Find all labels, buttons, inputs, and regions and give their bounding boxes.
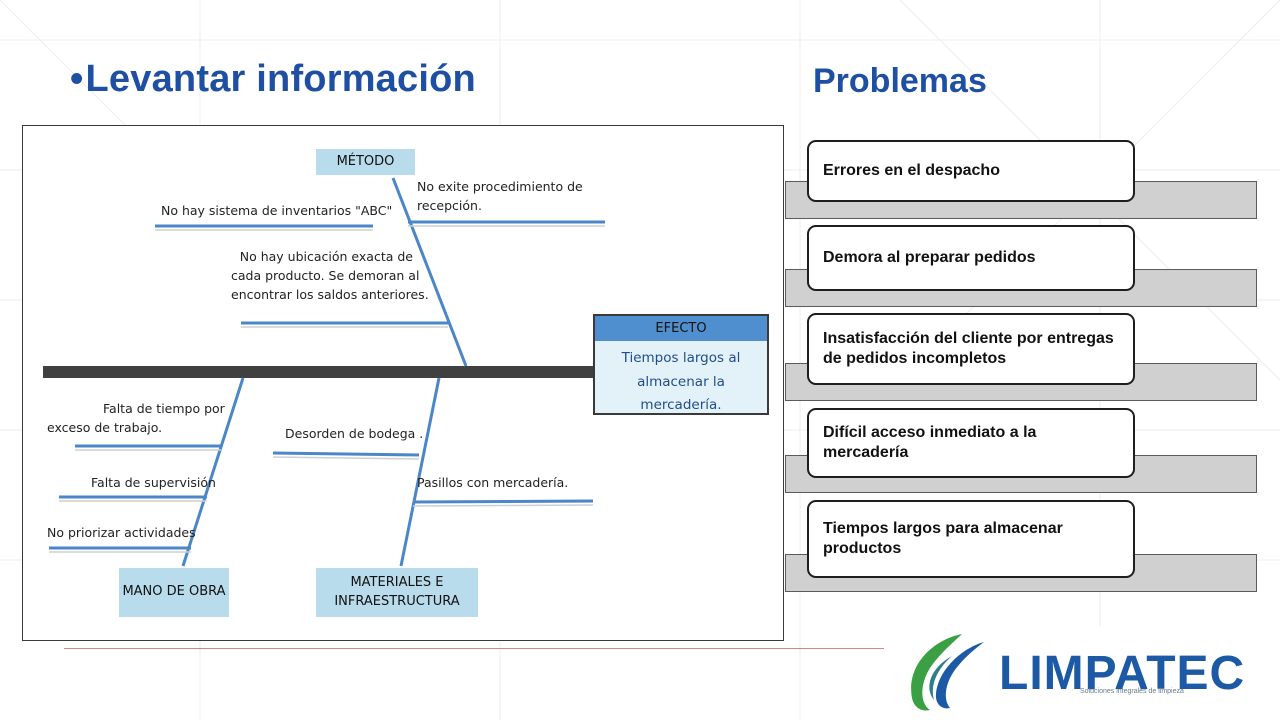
- problem-card: Difícil acceso inmediato a la mercadería: [807, 408, 1135, 478]
- bone-materiales: [399, 377, 441, 567]
- category-materiales: MATERIALES E INFRAESTRUCTURA: [316, 568, 478, 617]
- cause-recepcion-line2: recepción.: [417, 197, 482, 213]
- effect-header: EFECTO: [595, 316, 767, 341]
- cause-bodega-text: Desorden de bodega .: [285, 426, 424, 441]
- cause-abc: No hay sistema de inventarios "ABC": [161, 202, 392, 221]
- cause-priorizar-text: No priorizar actividades: [47, 525, 196, 540]
- cause-tiempo: Falta de tiempo por exceso de trabajo.: [47, 400, 225, 438]
- effect-line1: Tiempos largos al: [621, 350, 741, 366]
- category-mano-de-obra-label: MANO DE OBRA: [122, 584, 226, 600]
- fishbone-spine: [43, 366, 595, 378]
- cause-tiempo-line2: exceso de trabajo.: [47, 419, 163, 435]
- problem-card: Demora al preparar pedidos: [807, 225, 1135, 291]
- bone-mano-de-obra: [181, 377, 245, 567]
- cause-recepcion-line1: No exite procedimiento de: [417, 179, 583, 194]
- cause-priorizar: No priorizar actividades: [47, 524, 196, 543]
- category-materiales-line1: MATERIALES E: [350, 574, 444, 590]
- cause-bodega: Desorden de bodega .: [285, 425, 423, 444]
- problem-card: Errores en el despacho: [807, 140, 1135, 202]
- fishbone-diagram: MÉTODO MANO DE OBRA MATERIALES E INFRAES…: [22, 125, 784, 641]
- logo-name: LIMPATEC: [999, 647, 1246, 700]
- limpatec-logo: LIMPATEC Soluciones integrales de limpie…: [884, 626, 1254, 720]
- cause-ubicacion-line1: No hay ubicación exacta de: [239, 249, 413, 264]
- problem-card: Tiempos largos para almacenar productos: [807, 500, 1135, 578]
- logo-wordmark: LIMPATEC: [999, 646, 1245, 701]
- cause-ubicacion-line2: cada producto. Se demoran al: [231, 267, 420, 283]
- fishbone-lines: [43, 177, 605, 567]
- cause-line-pasillos: [412, 499, 594, 504]
- problems-list: Errores en el despacho Demora al prepara…: [785, 140, 1261, 600]
- effect-body: Tiempos largos al almacenar la mercaderí…: [595, 341, 767, 418]
- cause-line-bodega: [272, 451, 420, 457]
- cause-pasillos-text: Pasillos con mercadería.: [417, 475, 569, 490]
- effect-box: EFECTO Tiempos largos al almacenar la me…: [593, 314, 769, 415]
- cause-ubicacion: No hay ubicación exacta de cada producto…: [231, 248, 429, 304]
- category-metodo: MÉTODO: [316, 149, 415, 175]
- bone-metodo: [391, 177, 468, 367]
- slide-title-text: Levantar información: [85, 58, 476, 100]
- problem-card: Insatisfacción del cliente por entregas …: [807, 313, 1135, 385]
- footer-rule: [64, 648, 884, 649]
- cause-ubicacion-line3: encontrar los saldos anteriores.: [231, 286, 429, 302]
- problems-heading: Problemas: [813, 62, 987, 100]
- cause-supervision: Falta de supervisión: [91, 474, 216, 493]
- category-materiales-line2: INFRAESTRUCTURA: [334, 593, 460, 609]
- logo-swoosh-icon: [911, 634, 984, 711]
- logo-tagline: Soluciones integrales de limpieza: [1080, 688, 1184, 695]
- cause-abc-text: No hay sistema de inventarios "ABC": [161, 203, 393, 218]
- category-metodo-label: MÉTODO: [336, 153, 395, 169]
- cause-supervision-text: Falta de supervisión: [91, 475, 216, 490]
- cause-recepcion: No exite procedimiento de recepción.: [417, 178, 583, 216]
- cause-pasillos: Pasillos con mercadería.: [417, 474, 568, 493]
- effect-line2: almacenar la mercadería.: [637, 373, 725, 414]
- cause-tiempo-line1: Falta de tiempo por: [103, 401, 225, 416]
- slide-title: •Levantar información: [70, 58, 476, 101]
- title-bullet: •: [70, 58, 84, 100]
- category-mano-de-obra: MANO DE OBRA: [119, 568, 229, 617]
